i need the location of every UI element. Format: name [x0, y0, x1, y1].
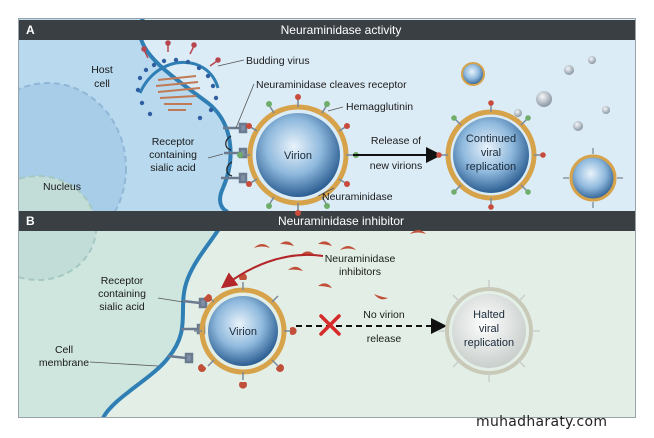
budding-virus: [135, 40, 221, 121]
na-leader: [317, 187, 335, 197]
neuraminidase-inhibitors: [254, 230, 426, 300]
cleave-label: Neuraminidase cleaves receptor: [256, 79, 407, 91]
virion-b: [194, 273, 297, 389]
virion-a: [237, 94, 359, 216]
halted-label-2: viral: [479, 323, 499, 335]
no-release-label-2: release: [367, 333, 402, 345]
continued-label-3: replication: [466, 161, 516, 173]
inhibitor-arrow: [220, 253, 324, 289]
host-cell-label-2: cell: [94, 78, 110, 90]
halted-label-3: replication: [464, 337, 514, 349]
budding-leader: [217, 59, 245, 67]
halted-virion: [438, 280, 540, 382]
halted-label-1: Halted: [473, 309, 505, 321]
membrane-label-1: Cell: [55, 344, 73, 356]
panel-a-title: Neuraminidase activity: [281, 23, 402, 37]
virion-a-label: Virion: [284, 150, 312, 162]
membrane-label-2: membrane: [39, 357, 89, 369]
continued-virion: [436, 100, 546, 210]
panel-a-letter: A: [26, 23, 35, 37]
inhibitors-label-1: Neuraminidase: [325, 253, 396, 265]
cleave-leader: [235, 83, 255, 129]
continued-label-2: viral: [481, 147, 501, 159]
panel-a-header: [18, 20, 636, 40]
released-virions: [461, 56, 623, 208]
ha-leader: [327, 106, 344, 112]
watermark: muhadharaty.com: [476, 414, 608, 430]
host-cell-label-1: Host: [91, 64, 113, 76]
block-x-icon: [319, 314, 341, 336]
panel-b-letter: B: [26, 214, 35, 228]
cell-membrane-a: [137, 17, 233, 214]
budding-label: Budding virus: [246, 55, 310, 67]
diagram-figure: A Neuraminidase activity B Neuraminidase…: [0, 17, 636, 420]
hemagglutinin-label: Hemagglutinin: [346, 101, 413, 113]
release-label-2: new virions: [370, 160, 423, 172]
no-release-label-1: No virion: [363, 309, 405, 321]
continued-label-1: Continued: [466, 133, 516, 145]
figure-frame: [18, 18, 636, 418]
membrane-leader: [89, 361, 159, 367]
cell-membrane-b: [101, 211, 230, 420]
receptor-b-leader: [157, 297, 184, 303]
receptor-b-label-1: Receptor: [101, 275, 144, 287]
receptors-a: [221, 122, 248, 184]
receptor-b-label-2: containing: [98, 288, 146, 300]
virion-b-label: Virion: [229, 326, 257, 338]
receptor-a-label-1: Receptor: [152, 136, 195, 148]
cleave-markers: [225, 135, 233, 177]
receptor-a-leader: [207, 153, 224, 159]
nucleus-label: Nucleus: [43, 181, 81, 193]
receptor-a-label-3: sialic acid: [150, 162, 196, 174]
panel-b-header: [18, 211, 636, 231]
receptor-b-label-3: sialic acid: [99, 301, 145, 313]
receptor-a-label-2: containing: [149, 149, 197, 161]
panel-b-title: Neuraminidase inhibitor: [278, 214, 404, 228]
neuraminidase-label: Neuraminidase: [322, 191, 393, 203]
inhibitors-label-2: inhibitors: [339, 266, 381, 278]
release-label-1: Release of: [371, 135, 421, 147]
